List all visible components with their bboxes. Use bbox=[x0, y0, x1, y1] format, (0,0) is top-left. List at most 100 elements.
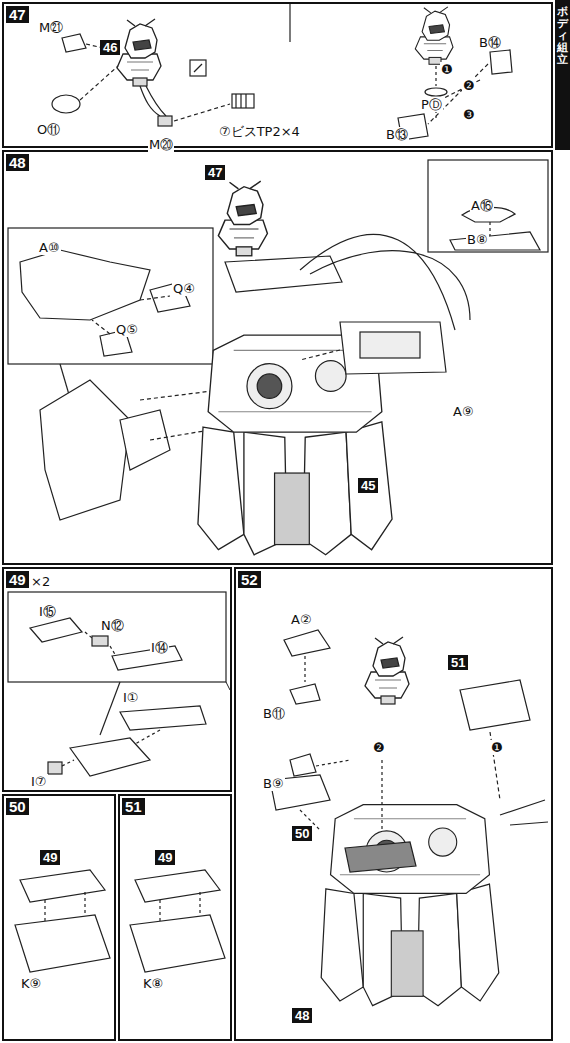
step-50-51-art-stroke bbox=[20, 870, 105, 902]
step-50-51-art-stroke bbox=[15, 915, 110, 972]
step-52-art-stroke bbox=[381, 760, 382, 830]
section-title: ボディ組立 bbox=[557, 6, 568, 150]
step-49-art-stroke bbox=[120, 706, 206, 730]
part-number: I⑦ bbox=[30, 774, 48, 789]
step-49-art-stroke bbox=[62, 760, 74, 766]
assembly-ref: 48 bbox=[292, 1008, 312, 1023]
step-52-art-stroke bbox=[290, 684, 320, 704]
step-52-art-stroke bbox=[290, 754, 316, 776]
step-52-art-stroke bbox=[345, 842, 416, 872]
step-50-51-art-stroke bbox=[160, 892, 200, 922]
step-49-art-stroke bbox=[85, 632, 116, 656]
assembly-ref: 50 bbox=[292, 826, 312, 841]
step-50-51-art-stroke bbox=[135, 870, 220, 902]
part-number: I⑮ bbox=[38, 604, 57, 619]
step-panel: 51 bbox=[118, 794, 232, 1041]
assembly-ref: 46 bbox=[100, 40, 120, 55]
part-number: ❷ bbox=[372, 740, 386, 755]
step-49-art-stroke bbox=[70, 738, 150, 776]
step-48-art-stroke bbox=[120, 410, 170, 470]
step-52-art bbox=[270, 630, 548, 1006]
step-52-art-stroke bbox=[321, 805, 499, 1006]
step-number: 48 bbox=[6, 154, 29, 171]
assembly-ref: 47 bbox=[205, 165, 225, 180]
part-number: B⑨ bbox=[262, 776, 285, 791]
part-number: PⒹ bbox=[420, 97, 443, 112]
step-47-art-stroke bbox=[232, 94, 254, 108]
step-52-art-stroke bbox=[500, 800, 548, 825]
step-52-art-stroke bbox=[460, 680, 530, 730]
part-number: M⑳ bbox=[148, 137, 174, 152]
step-48-art-stroke bbox=[428, 160, 548, 252]
step-47-art-stroke bbox=[158, 116, 172, 126]
step-47-art-stroke bbox=[194, 64, 202, 72]
step-47-art-stroke bbox=[190, 60, 206, 76]
step-47-art-stroke bbox=[490, 50, 512, 74]
step-52-art-stroke bbox=[365, 637, 409, 704]
part-number: K⑧ bbox=[142, 976, 164, 991]
step-47-art-stroke bbox=[236, 94, 246, 108]
step-48-art-stroke bbox=[225, 256, 342, 292]
step-50-51-art-stroke bbox=[130, 915, 225, 972]
step-50-51-art bbox=[15, 870, 225, 972]
step-47-art-stroke bbox=[289, 2, 290, 42]
part-number: I⑭ bbox=[150, 640, 169, 655]
part-number: Q④ bbox=[172, 281, 196, 296]
part-number: ❶ bbox=[440, 62, 454, 77]
step-number: 51 bbox=[122, 798, 145, 815]
step-panel: 52 bbox=[234, 567, 553, 1041]
step-49-art-stroke bbox=[112, 646, 182, 670]
part-number: ❶ bbox=[490, 740, 504, 755]
step-48-art-stroke bbox=[40, 380, 130, 520]
step-49-art bbox=[8, 592, 226, 776]
step-52-art-stroke bbox=[284, 630, 330, 656]
assembly-ref: 49 bbox=[40, 850, 60, 865]
part-number: ×2 bbox=[30, 574, 51, 589]
part-number: A⑨ bbox=[452, 404, 475, 419]
step-49-art-stroke bbox=[135, 730, 160, 744]
step-48-art-stroke bbox=[218, 181, 267, 256]
step-47-art-stroke bbox=[425, 88, 447, 96]
step-48-art-stroke bbox=[450, 232, 540, 250]
step-48-art-stroke bbox=[489, 222, 490, 236]
part-number: O⑪ bbox=[36, 122, 61, 137]
step-49-art-stroke bbox=[92, 636, 108, 646]
part-number: A⑯ bbox=[470, 198, 494, 213]
part-number: N⑫ bbox=[100, 618, 125, 633]
assembly-ref: 45 bbox=[358, 478, 378, 493]
step-50-51-art-stroke bbox=[45, 892, 85, 922]
assembly-ref: 51 bbox=[448, 655, 468, 670]
step-47-art-stroke bbox=[52, 95, 80, 113]
section-tab: ボディ組立 bbox=[555, 0, 570, 150]
assembly-ref: 49 bbox=[155, 850, 175, 865]
step-number: 49 bbox=[6, 571, 29, 588]
part-number: A② bbox=[290, 612, 313, 627]
part-number: ⑦ビスTP2×4 bbox=[218, 124, 301, 139]
step-47-art-stroke bbox=[415, 7, 453, 64]
part-number: B⑬ bbox=[385, 127, 409, 142]
step-52-art-stroke bbox=[304, 656, 305, 682]
step-47-art-stroke bbox=[174, 104, 230, 121]
part-number: M㉑ bbox=[38, 20, 64, 35]
step-number: 50 bbox=[6, 798, 29, 815]
step-panel: 49 bbox=[2, 567, 232, 792]
part-number: I① bbox=[122, 690, 140, 705]
step-47-art bbox=[52, 2, 512, 140]
part-number: B⑭ bbox=[478, 35, 502, 50]
step-48-art-stroke bbox=[20, 250, 150, 320]
step-49-art-stroke bbox=[100, 682, 120, 735]
step-48-art-stroke bbox=[340, 322, 446, 374]
part-number: K⑨ bbox=[20, 976, 42, 991]
part-number: Q⑤ bbox=[115, 322, 139, 337]
leader-line bbox=[226, 682, 230, 690]
step-49-art-stroke bbox=[30, 618, 82, 642]
step-47-art-stroke bbox=[117, 19, 161, 86]
part-number: B⑧ bbox=[466, 232, 489, 247]
step-47-art-stroke bbox=[140, 86, 166, 116]
step-52-art-stroke bbox=[316, 760, 350, 766]
step-number: 52 bbox=[238, 571, 261, 588]
step-number: 47 bbox=[6, 6, 29, 23]
step-49-art-stroke bbox=[8, 592, 226, 682]
